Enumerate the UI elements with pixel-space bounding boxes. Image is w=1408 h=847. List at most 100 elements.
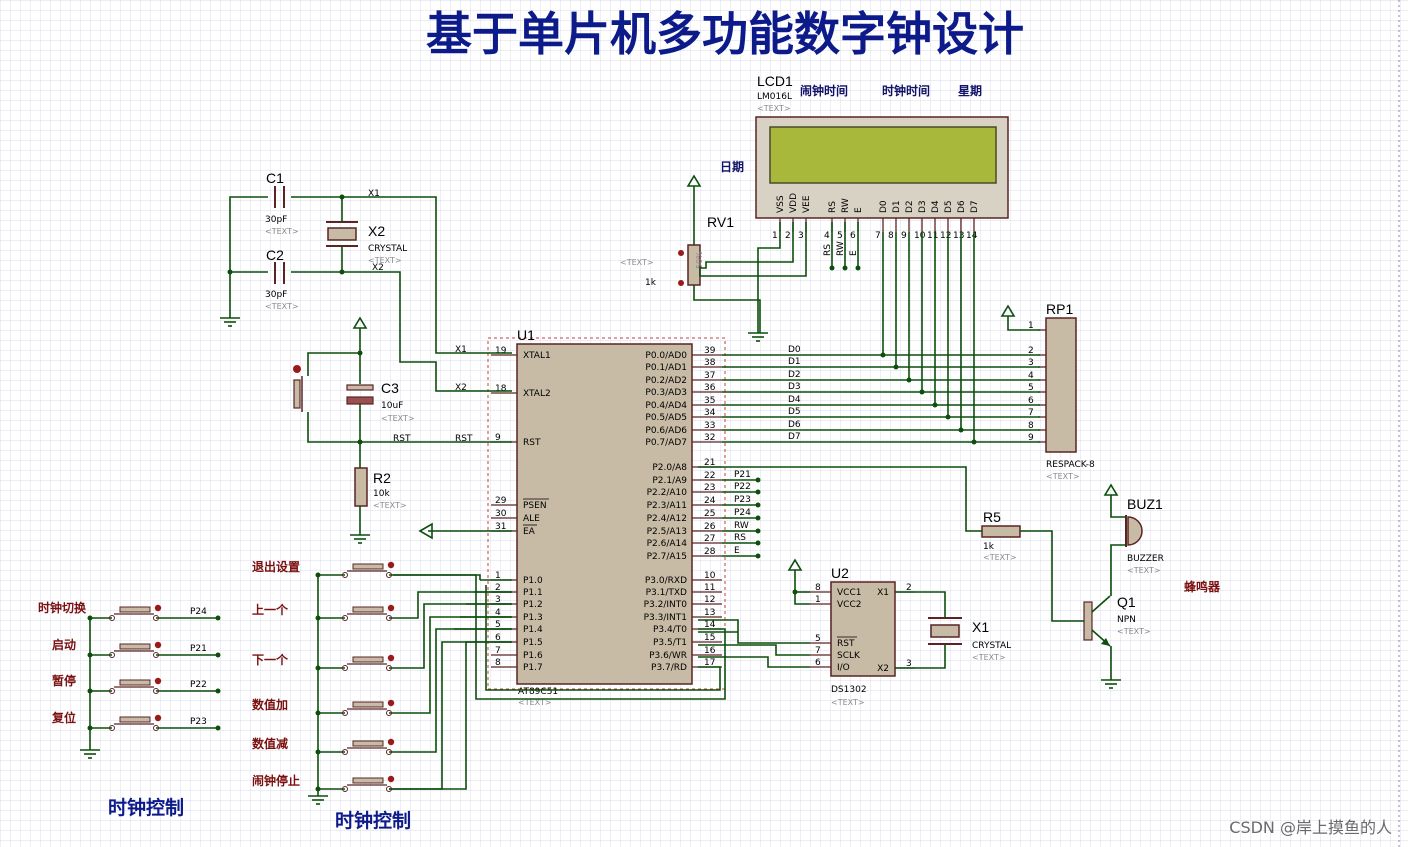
u1-pin-name: P0.0/AD0 <box>645 351 687 361</box>
lcd-pin-name: RW <box>841 198 851 213</box>
u1-pin-name: P2.5/A13 <box>647 527 687 537</box>
ea-arrow-icon <box>418 522 433 540</box>
u1-pin-name: P2.4/A12 <box>647 514 687 524</box>
watermark: CSDN @岸上摸鱼的人 <box>1229 818 1392 837</box>
lcd-pin-name: VSS <box>776 195 786 213</box>
power-arrow-icon <box>1000 304 1016 318</box>
lcd-pin-number: 6 <box>850 231 856 241</box>
u1-pin-number: 17 <box>704 658 715 668</box>
net-x2-pin: X2 <box>455 383 467 393</box>
power-symbols <box>352 174 1119 572</box>
u1-pin-number: 32 <box>704 433 715 443</box>
left-push-button[interactable] <box>109 604 162 621</box>
lcd-model: LM016L <box>757 92 792 102</box>
rp1-body <box>1045 317 1077 453</box>
rv1-text-placeholder: <TEXT> <box>620 258 654 267</box>
u2-pin-number: 3 <box>906 659 912 669</box>
u1-pin-number: 30 <box>495 509 507 519</box>
x1-text-placeholder: <TEXT> <box>972 653 1006 662</box>
mid-button-label: 上一个 <box>252 602 289 617</box>
mid-push-button[interactable] <box>342 561 395 578</box>
rv1-potentiometer[interactable]: RV1 <TEXT> 1k 50% <box>620 214 734 288</box>
r5-value: 1k <box>983 542 995 552</box>
left-button-net: P24 <box>190 607 207 617</box>
left-button-net: P22 <box>190 680 207 690</box>
u1-body <box>516 343 693 685</box>
u1-pin-name: P2.7/A15 <box>647 552 687 562</box>
u1-pin-name: P1.2 <box>523 600 543 610</box>
rp1-ref: RP1 <box>1046 301 1073 317</box>
u1-pin-name: P3.3/INT1 <box>644 613 687 623</box>
lcd-pin-name: D6 <box>957 200 967 213</box>
u2-pin-name: X2 <box>877 664 889 674</box>
lcd-screen <box>769 126 997 184</box>
mid-push-button[interactable] <box>342 738 395 755</box>
buzzer[interactable]: BUZ1 BUZZER <TEXT> <box>1125 496 1164 575</box>
net-p0: D5 <box>788 407 801 417</box>
u2-pin-name: I/O <box>837 663 850 673</box>
u1-pin-number: 24 <box>704 496 716 506</box>
u1-pin-number: 34 <box>704 408 716 418</box>
u1-pin-number: 4 <box>495 608 501 618</box>
u2-ref: U2 <box>831 565 849 581</box>
mid-push-button[interactable] <box>342 604 395 621</box>
rp1-pin-number: 2 <box>1028 346 1034 356</box>
left-push-button[interactable] <box>109 677 162 694</box>
u1-pin-name: RST <box>523 438 541 448</box>
lcd-component[interactable]: LCD1 LM016L <TEXT> VSS1VDD2VEE3RS4RW5E6D… <box>755 73 1009 271</box>
lcd-pin-name: D4 <box>931 200 941 213</box>
lcd-pin-name: D3 <box>918 200 928 213</box>
rp1-pin-number: 7 <box>1028 408 1034 418</box>
c1-capacitor[interactable]: C1 30pF <TEXT> <box>265 170 299 236</box>
mid-control-caption: 时钟控制 <box>335 809 411 832</box>
c2-value: 30pF <box>265 290 287 300</box>
lcd-pin-name: VEE <box>802 195 812 213</box>
r2-resistor[interactable]: R2 10k <TEXT> <box>354 467 407 510</box>
rp1-pin-number: 4 <box>1028 371 1034 381</box>
u1-ref: U1 <box>517 327 535 343</box>
u2-pin-number: 7 <box>815 646 821 656</box>
left-push-button[interactable] <box>109 714 162 731</box>
reset-switch[interactable] <box>293 365 303 412</box>
x1-crystal[interactable]: X1 CRYSTAL <TEXT> <box>928 617 1011 662</box>
u1-pin-number: 10 <box>704 571 716 581</box>
net-rst-right: RST <box>455 434 473 444</box>
c2-capacitor[interactable]: C2 30pF <TEXT> <box>265 247 299 311</box>
x2-value: CRYSTAL <box>368 244 407 254</box>
u2-body <box>830 581 896 677</box>
u1-pin-number: 27 <box>704 534 715 544</box>
left-push-button[interactable] <box>109 641 162 658</box>
mid-button-label: 闹钟停止 <box>252 773 300 788</box>
u1-pin-number: 8 <box>495 658 501 668</box>
u2-pin-number: 2 <box>906 583 912 593</box>
rp1-pin-number: 5 <box>1028 383 1034 393</box>
net-p0: D4 <box>788 395 801 405</box>
lcd-ctl-net: RS <box>823 244 833 256</box>
net-labels: X1 X2 X1 X2 RST RST D0D1D2D3D4D5D6D7P21P… <box>368 189 801 556</box>
buz1-value: BUZZER <box>1127 554 1164 564</box>
mid-push-button[interactable] <box>342 775 395 792</box>
lcd-pin-name: D1 <box>892 200 902 213</box>
power-arrow-icon <box>686 174 702 188</box>
x2-crystal[interactable]: X2 CRYSTAL <TEXT> <box>326 221 407 265</box>
mid-push-button[interactable] <box>342 654 395 671</box>
u1-pin-number: 9 <box>495 433 501 443</box>
net-x1-top: X1 <box>368 189 380 199</box>
junctions <box>87 194 977 792</box>
lcd-pin-number: 5 <box>837 231 843 241</box>
ground-icon <box>220 317 240 327</box>
net-p2: RW <box>734 521 749 531</box>
u2-pin-number: 5 <box>815 634 821 644</box>
mid-button-label: 下一个 <box>252 652 289 667</box>
lcd-pin-number: 9 <box>901 231 907 241</box>
q1-transistor[interactable]: Q1 NPN <TEXT> <box>1083 594 1151 647</box>
u2-pin-name: RST <box>837 639 855 649</box>
u1-pin-number: 1 <box>495 571 501 581</box>
mid-push-button[interactable] <box>342 699 395 716</box>
lcd-pin-name: D5 <box>944 200 954 213</box>
rv1-percent-placeholder: 50% <box>695 251 704 269</box>
